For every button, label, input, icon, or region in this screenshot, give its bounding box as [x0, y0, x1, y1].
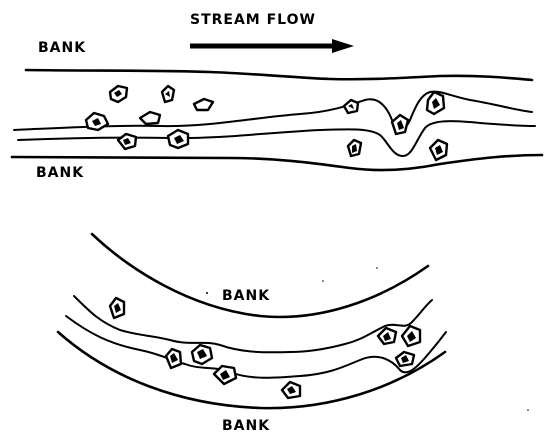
curved-stream-diagram: BANK BANK [58, 234, 529, 434]
outer-bank-label: BANK [222, 418, 270, 434]
stream-flow-label: STREAM FLOW [190, 12, 316, 28]
lower-bank-line [12, 155, 542, 170]
curved-channel-upper-edge [74, 296, 432, 352]
boulders-top [86, 86, 447, 160]
flow-arrow-icon [190, 39, 354, 53]
bottom-bank-label: BANK [36, 165, 84, 181]
inner-bank-label: BANK [222, 288, 270, 304]
upper-bank-line [26, 70, 532, 80]
inner-bank-line [92, 234, 428, 317]
boulder [194, 99, 213, 110]
boulder [140, 112, 160, 124]
straight-stream-diagram: STREAM FLOW BANK BANK [12, 12, 542, 181]
boulders-bottom [110, 298, 420, 398]
top-bank-label: BANK [38, 40, 86, 56]
